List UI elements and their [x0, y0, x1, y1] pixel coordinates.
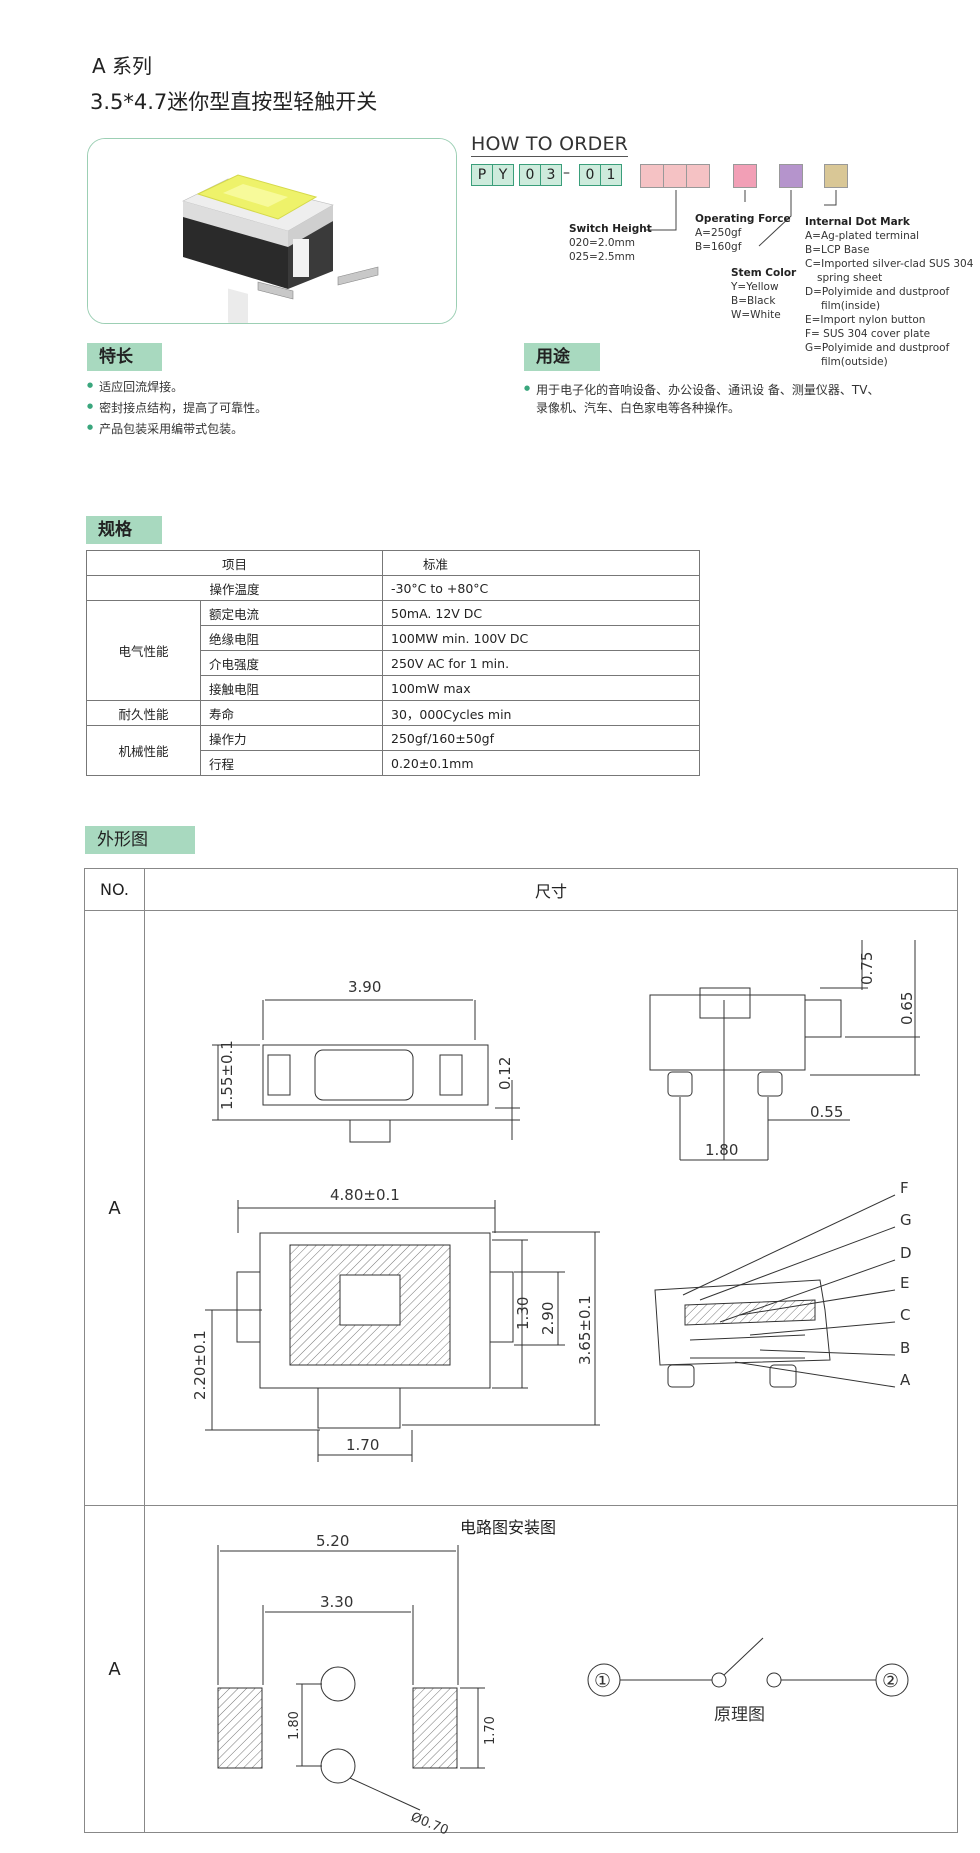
- spec-head-std: 标准: [382, 550, 700, 576]
- pin2-label: ②: [882, 1670, 899, 1692]
- switch-height-box: [686, 164, 710, 188]
- spec-cell: -30°C to +80°C: [382, 575, 700, 601]
- use-item: 用于电子化的音响设备、办公设备、通讯设 备、测量仪器、TV、: [524, 380, 879, 401]
- spec-cell: 操作力: [200, 725, 383, 751]
- dim-label: 1.55±0.1: [218, 1040, 236, 1110]
- feature-item: 密封接点结构，提高了可靠性。: [87, 398, 267, 419]
- order-code: P Y 0 3 – 0 1: [471, 164, 631, 188]
- spec-group: 机械性能: [86, 725, 201, 776]
- feature-item: 适应回流焊接。: [87, 377, 183, 398]
- feature-item: 产品包装采用编带式包装。: [87, 419, 243, 440]
- dim-label: 3.90: [348, 978, 381, 996]
- dim-label: 1.80: [705, 1141, 738, 1159]
- switch-height-legend: Switch Height 020=2.0mm 025=2.5mm: [569, 223, 652, 263]
- stem-color-box: [779, 164, 803, 188]
- dim-label: 3.65±0.1: [576, 1295, 594, 1365]
- part-label: B: [900, 1339, 910, 1357]
- dim-label: 2.20±0.1: [191, 1330, 209, 1400]
- switch-height-box: [640, 164, 664, 188]
- operating-force-legend: Operating Force A=250gf B=160gf: [695, 213, 791, 253]
- code-dash: –: [563, 165, 570, 181]
- dim-label: 0.55: [810, 1103, 843, 1121]
- operating-force-box: [733, 164, 757, 188]
- spec-cell: 50mA. 12V DC: [382, 600, 700, 626]
- dim-label: 1.70: [346, 1436, 379, 1454]
- part-label: D: [900, 1244, 912, 1262]
- spec-cell: 250V AC for 1 min.: [382, 650, 700, 676]
- code-char: 1: [600, 164, 622, 186]
- product-photo: [87, 138, 457, 324]
- dim-label: 0.75: [858, 952, 876, 985]
- features-heading: 特长: [87, 343, 162, 371]
- spec-table: 项目 标准 操作温度 -30°C to +80°C 电气性能 额定电流 50mA…: [86, 550, 700, 776]
- internal-dot-box: [824, 164, 848, 188]
- dim-label: 0.12: [496, 1057, 514, 1090]
- spec-cell: 接触电阻: [200, 675, 383, 701]
- spec-cell: 操作温度: [86, 575, 383, 601]
- dim-label: 1.80: [287, 1711, 302, 1740]
- row-label: A: [84, 1505, 145, 1833]
- spec-group: 耐久性能: [86, 700, 201, 726]
- dim-label: 3.30: [320, 1593, 353, 1611]
- spec-heading: 规格: [86, 516, 162, 544]
- circuit-cell: [144, 1505, 958, 1833]
- spec-cell: 0.20±0.1mm: [382, 750, 700, 776]
- product-title: 3.5*4.7迷你型直按型轻触开关: [90, 90, 378, 114]
- uses-heading: 用途: [524, 343, 600, 371]
- use-item: 录像机、汽车、白色家电等各种操作。: [536, 401, 741, 415]
- dim-label: 2.90: [539, 1302, 557, 1335]
- code-char: 3: [540, 164, 562, 186]
- schematic-caption: 原理图: [714, 1705, 765, 1725]
- stem-color-legend: Stem Color Y=Yellow B=Black W=White: [731, 267, 797, 321]
- spec-cell: 介电强度: [200, 650, 383, 676]
- order-leader-lines: [646, 190, 837, 247]
- part-label: F: [900, 1179, 909, 1197]
- spec-cell: 30，000Cycles min: [382, 700, 700, 726]
- part-label: C: [900, 1306, 910, 1324]
- dim-label: 1.30: [514, 1297, 532, 1330]
- size-header: 尺寸: [144, 868, 958, 911]
- part-label: E: [900, 1274, 909, 1292]
- spec-cell: 额定电流: [200, 600, 383, 626]
- circuit-header: 电路图安装图: [460, 1518, 557, 1537]
- outline-heading: 外形图: [85, 826, 195, 854]
- dim-label: 1.70: [483, 1716, 498, 1745]
- how-to-order-title: HOW TO ORDER: [471, 133, 629, 157]
- dim-label: 5.20: [316, 1532, 349, 1550]
- dim-label: 0.65: [898, 992, 916, 1025]
- part-label: G: [900, 1211, 912, 1229]
- spec-cell: 100mW max: [382, 675, 700, 701]
- series-label: A 系列: [92, 54, 153, 78]
- dim-label: Ø0.70: [409, 1810, 451, 1839]
- dim-label: 4.80±0.1: [330, 1186, 400, 1204]
- code-char: Y: [492, 164, 514, 186]
- part-label: A: [900, 1371, 911, 1389]
- internal-dot-legend: Internal Dot Mark A=Ag-plated terminal B…: [805, 216, 974, 368]
- pin1-label: ①: [594, 1670, 611, 1692]
- spec-cell: 行程: [200, 750, 383, 776]
- row-label: A: [84, 910, 145, 1506]
